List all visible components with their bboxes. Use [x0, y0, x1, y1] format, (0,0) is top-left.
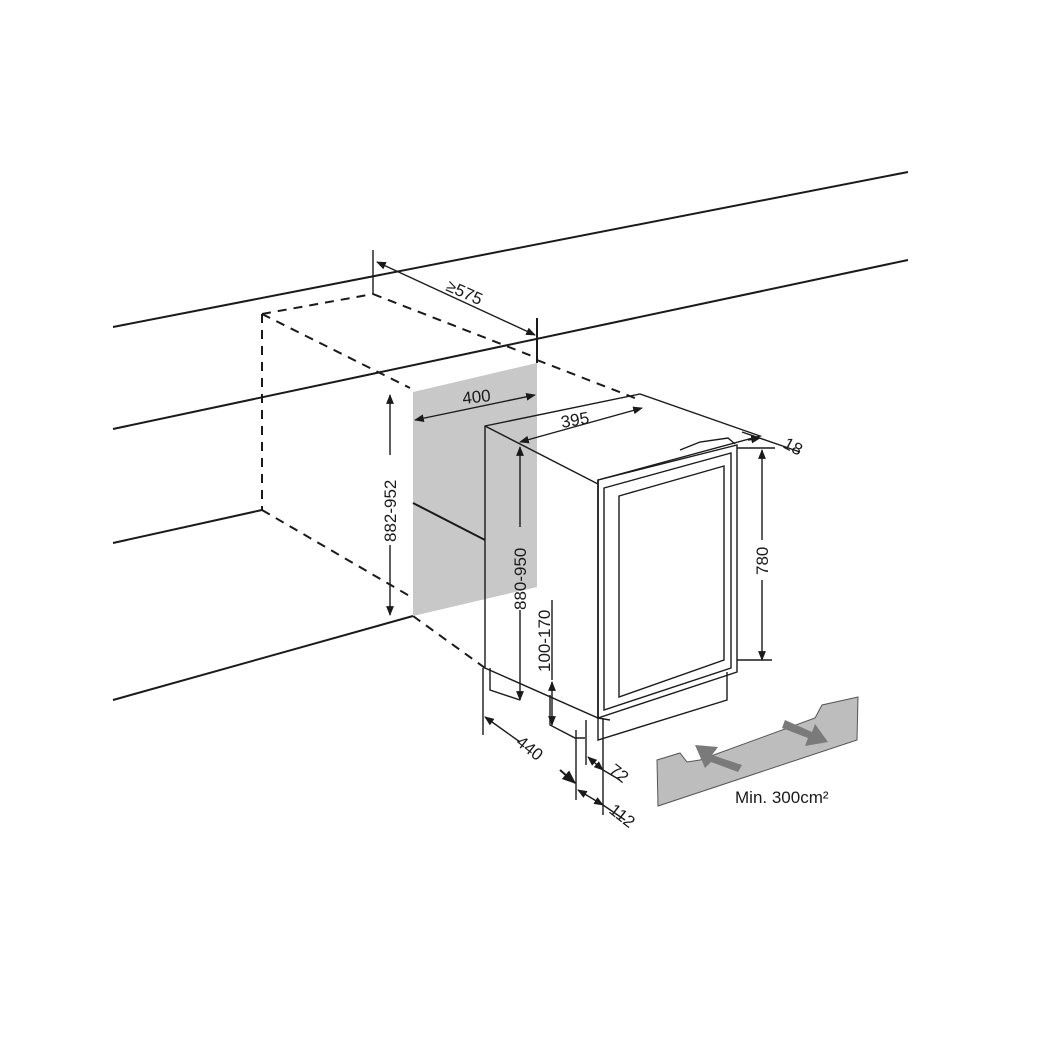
dim-plinth-offset: 72: [606, 760, 633, 787]
dim-plinth-height: 100-170: [535, 610, 554, 672]
plinth-vent: Min. 300cm²: [656, 696, 859, 807]
dim-unit-depth: 440: [513, 732, 547, 764]
glass-door: [618, 465, 725, 698]
side-panel: [412, 318, 538, 616]
dim-panel-width: 400: [461, 386, 491, 408]
dim-door-thickness: 18: [780, 434, 806, 460]
vent-label: Min. 300cm²: [735, 788, 829, 807]
dim-niche-depth: ≥575: [443, 276, 485, 309]
vent-arrow-in-icon: [695, 745, 742, 772]
dimension-lines: [372, 250, 801, 821]
dim-door-height: 780: [753, 547, 772, 575]
dim-unit-height: 880-950: [511, 548, 530, 610]
dim-plinth-recess: 112: [606, 800, 639, 832]
dim-unit-width: 395: [559, 408, 590, 432]
countertop-lines: [112, 171, 909, 701]
dim-niche-height: 882-952: [381, 480, 400, 542]
wine-cooler: [484, 393, 763, 741]
vent-arrow-out-icon: [782, 720, 828, 746]
